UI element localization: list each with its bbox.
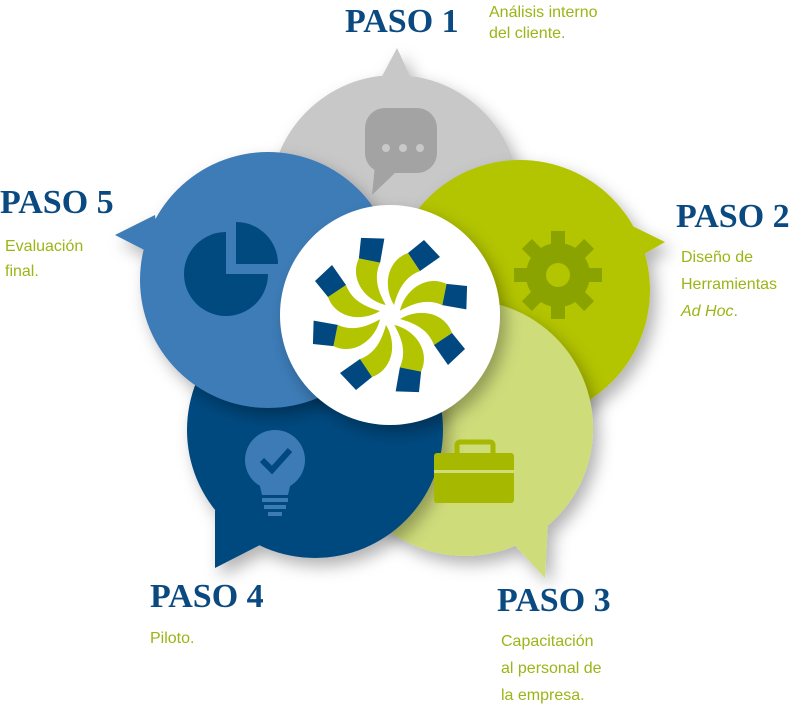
desc-line: Capacitación [501,633,594,650]
step-2-title: PASO 2 [676,198,790,235]
step-1-title: PASO 1 [345,3,459,40]
desc-line: Diseño de [681,249,754,266]
chat-bubble-icon [365,108,437,195]
lightbulb-icon [245,430,305,516]
company-logo [301,226,479,404]
center-circle [280,205,500,425]
step-4-description: Piloto. [150,628,194,649]
desc-line: del cliente. [489,25,566,42]
gear-icon [514,231,602,319]
desc-line: Análisis interno [489,4,598,21]
step-5-description: Evaluación final. [5,234,83,284]
desc-line: Evaluación [5,238,84,255]
desc-line: Herramientas [681,276,778,293]
pie-chart-icon [184,222,278,316]
desc-suffix: . [733,303,738,320]
desc-line: Ad Hoc. [681,298,777,325]
desc-line: Piloto. [150,630,195,647]
step-1-description: Análisis interno del cliente. [489,2,598,44]
briefcase-icon [434,439,514,503]
step-2-description: Diseño de Herramientas Ad Hoc. [681,244,777,325]
step-3-description: Capacitación al personal de la empresa. [501,628,602,709]
desc-italic: Ad Hoc [681,303,734,320]
desc-line: la empresa. [501,687,585,704]
desc-line: final. [5,263,39,280]
step-3-title: PASO 3 [497,582,611,619]
step-4-title: PASO 4 [150,578,264,615]
step-5-title: PASO 5 [0,184,114,221]
desc-line: al personal de [501,660,602,677]
